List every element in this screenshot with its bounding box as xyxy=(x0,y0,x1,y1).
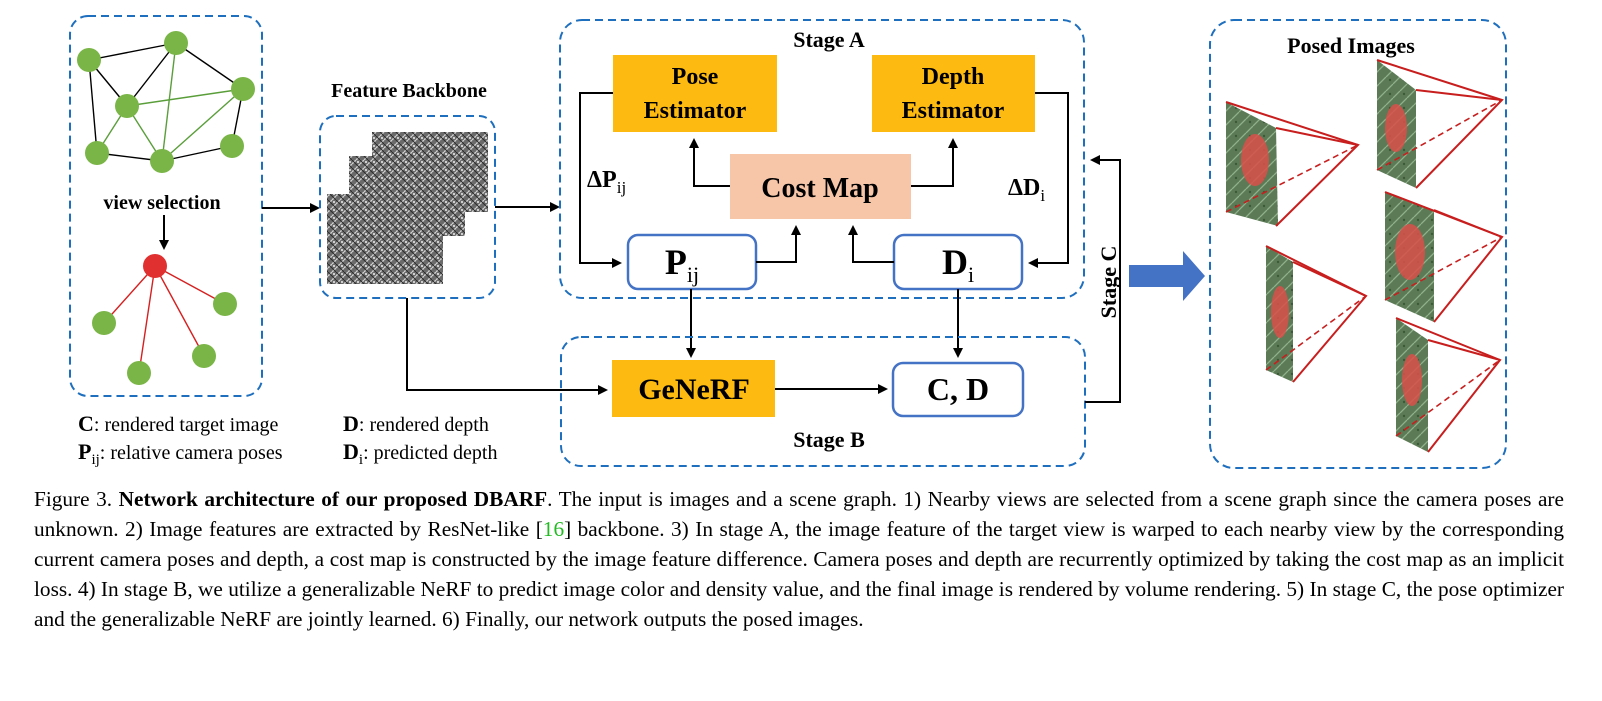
graph-node xyxy=(115,94,139,118)
posed-images-panel xyxy=(1209,19,1507,469)
nearby-view-node xyxy=(192,344,216,368)
feature-map-image xyxy=(327,194,443,284)
cost-map-box xyxy=(730,154,911,219)
pose-estimator-box xyxy=(613,55,777,132)
stage-c-feedback-arrow xyxy=(1085,155,1121,403)
posed-camera xyxy=(1265,245,1368,383)
arrow-costmap-to-pose xyxy=(689,138,730,187)
nearby-view-node xyxy=(92,311,116,335)
cd-box xyxy=(891,361,1025,418)
nearby-view-node xyxy=(127,361,151,385)
arrow-depth-to-di xyxy=(1028,92,1069,268)
cd-label: C, D xyxy=(927,371,989,407)
graph-node xyxy=(150,149,174,173)
graph-node xyxy=(164,31,188,55)
depth-estimator-label: Depth xyxy=(922,64,985,90)
delta-p-label: ΔPij xyxy=(587,167,626,197)
d-i-label: Di xyxy=(942,242,974,287)
nearby-view-node xyxy=(213,292,237,316)
citation-link[interactable]: 16 xyxy=(542,517,565,541)
stage-a-panel xyxy=(559,19,1085,299)
feature-backbone-panel xyxy=(319,115,496,299)
pose-estimator-label: Pose xyxy=(672,64,719,90)
posed-images-title: Posed Images xyxy=(1287,33,1415,58)
p-ij-label: Pij xyxy=(665,242,699,287)
graph-node xyxy=(231,77,255,101)
graph-node xyxy=(220,134,244,158)
depth-estimator-label: Estimator xyxy=(902,98,1005,124)
caption-text: . The input is images and a scene graph.… xyxy=(34,487,1564,541)
generf-label: GeNeRF xyxy=(638,373,750,406)
graph-node xyxy=(77,48,101,72)
arrow-pose-to-pij xyxy=(579,92,622,268)
caption-bold-title: Network architecture of our proposed DBA… xyxy=(118,487,548,511)
architecture-diagram: view selection Feature Backbone Stage A … xyxy=(69,15,1507,469)
depth-estimator-box xyxy=(872,55,1035,132)
cost-map-label: Cost Map xyxy=(761,173,878,204)
caption-text: ] backbone. 3) In stage A, the image fea… xyxy=(34,517,1564,631)
posed-camera xyxy=(1225,101,1360,227)
view-selection-panel xyxy=(69,15,263,397)
feature-backbone-title: Feature Backbone xyxy=(331,80,487,102)
posed-camera xyxy=(1376,59,1504,189)
stage-a-title: Stage A xyxy=(793,27,865,52)
stage-b-title: Stage B xyxy=(793,427,865,452)
arrow-to-generf xyxy=(406,298,608,395)
legend-c: C: rendered target image xyxy=(78,411,279,436)
arrow-di-to-costmap xyxy=(848,225,894,263)
generf-box xyxy=(612,360,775,417)
legend-pij: Pij: relative camera poses xyxy=(78,439,283,468)
scene-graph xyxy=(77,31,255,173)
figure-caption: Figure 3. Network architecture of our pr… xyxy=(34,484,1564,634)
output-arrow xyxy=(1129,251,1205,301)
arrow-pij-to-costmap xyxy=(756,225,801,263)
graph-node xyxy=(85,141,109,165)
stage-c-title: Stage C xyxy=(1096,246,1121,319)
legend-d: D: rendered depth xyxy=(343,411,489,436)
selected-views-graph xyxy=(92,254,237,385)
pose-estimator-label: Estimator xyxy=(644,98,747,124)
arrow-costmap-to-depth xyxy=(911,138,958,187)
target-view-node xyxy=(143,254,167,278)
view-selection-label: view selection xyxy=(103,192,220,214)
posed-camera xyxy=(1384,191,1504,323)
posed-camera xyxy=(1395,317,1502,453)
caption-lead: Figure 3. xyxy=(34,487,119,511)
legend-di: Di: predicted depth xyxy=(343,439,497,468)
delta-d-label: ΔDi xyxy=(1008,175,1045,205)
legend: C: rendered target image D: rendered dep… xyxy=(78,411,497,468)
